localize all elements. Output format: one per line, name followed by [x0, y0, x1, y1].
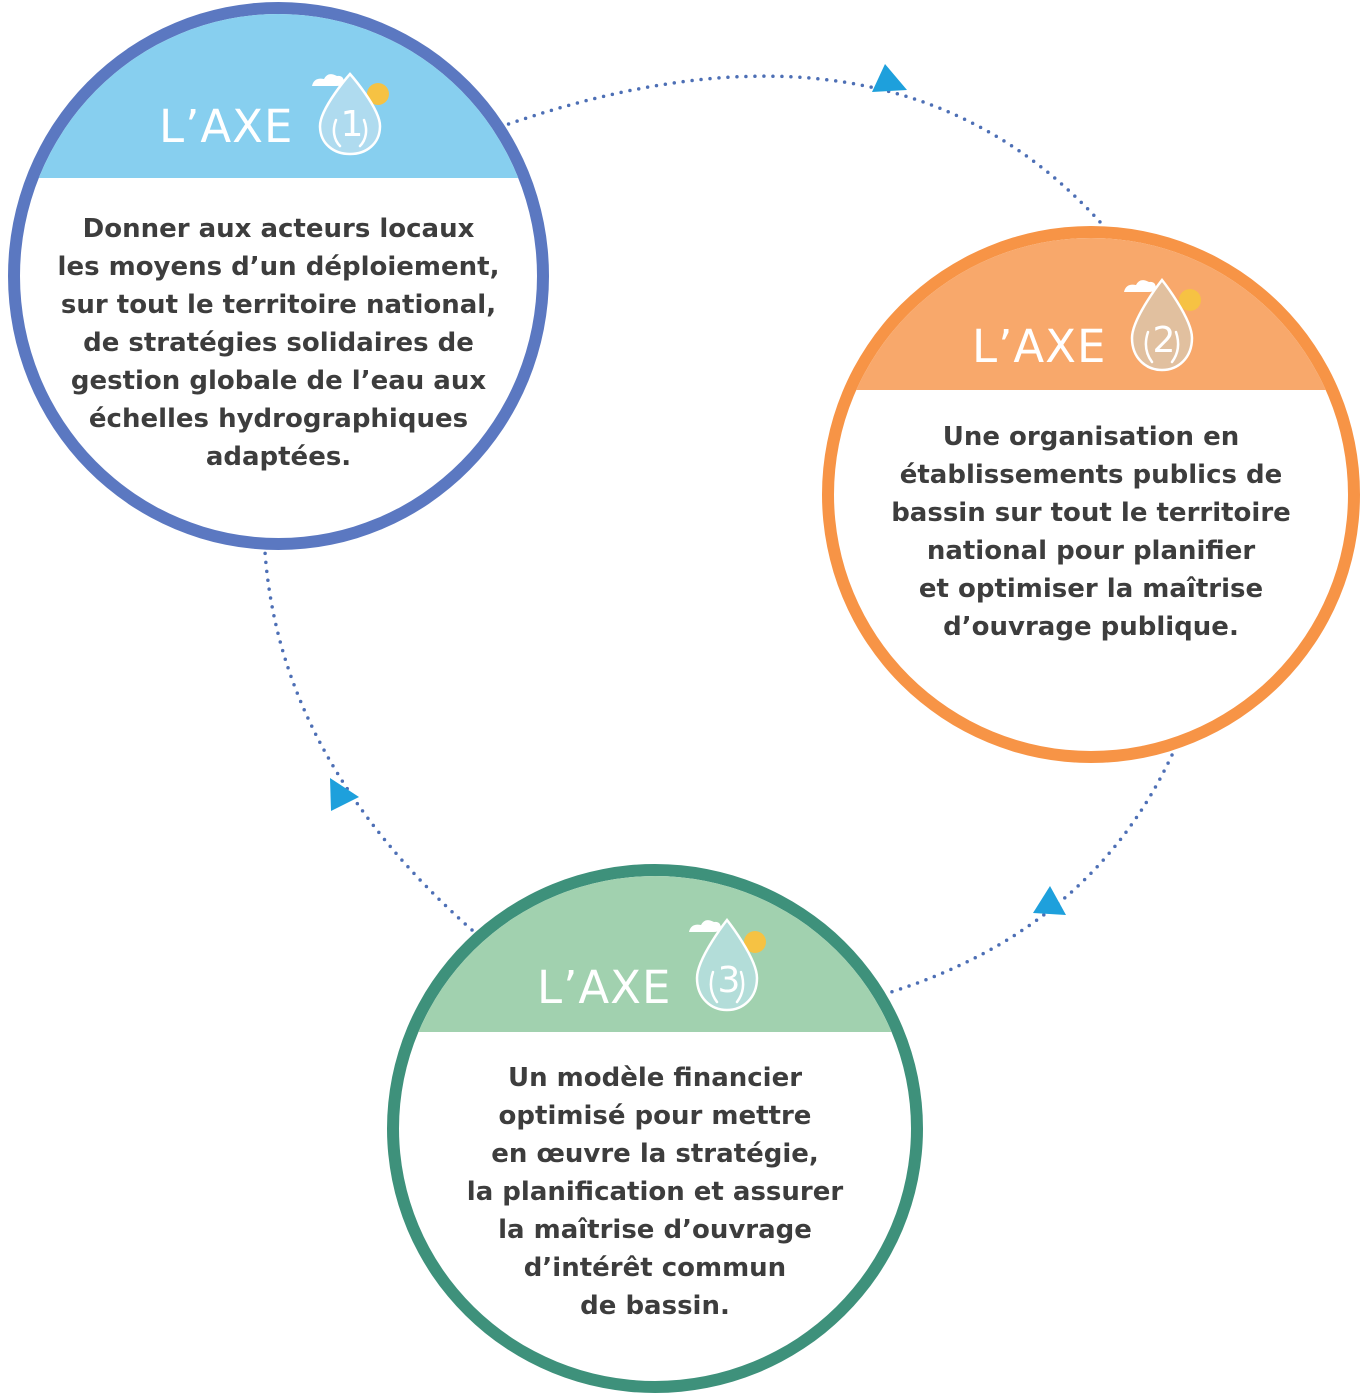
axis-1-line: échelles hydrographiques	[88, 404, 469, 434]
axis-2-line: Une organisation en	[942, 422, 1240, 452]
axis-3-line: en œuvre la stratégie,	[491, 1139, 819, 1169]
axis-3-line: d’intérêt commun	[523, 1253, 787, 1283]
axis-1-line: sur tout le territoire national,	[60, 290, 497, 320]
arrow-icon	[872, 64, 907, 92]
connector-axe3-to-axe1	[263, 550, 474, 932]
cloud-icon	[689, 920, 721, 932]
sun-icon	[367, 83, 389, 105]
axis-3-number: 3	[717, 960, 741, 1001]
axis-3-line: la planification et assurer	[466, 1177, 844, 1207]
cloud-icon	[312, 74, 344, 86]
cloud-icon	[1124, 280, 1156, 292]
axis-3-title: L’AXE	[537, 961, 672, 1014]
connector-axe1-to-axe2	[498, 74, 1102, 224]
axis-3-header: L’AXE 3	[399, 876, 911, 1032]
axis-2-header: L’AXE 2	[834, 238, 1348, 390]
axis-1-description: Donner aux acteurs locaux les moyens d’u…	[20, 210, 537, 476]
axis-3-description: Un modèle financier optimisé pour mettre…	[399, 1059, 911, 1325]
axis-2-line: établissements publics de	[899, 460, 1283, 490]
axis-1-card: L’AXE 1 Donner aux acteurs locaux les mo…	[8, 2, 549, 550]
axis-3-line: de bassin.	[580, 1291, 730, 1321]
axis-3-card: L’AXE 3 Un modèle financier optimisé pou…	[387, 864, 923, 1393]
axis-2-title: L’AXE	[972, 320, 1107, 373]
axis-1-line: gestion globale de l’eau aux	[70, 366, 487, 396]
axis-1-header: L’AXE 1	[20, 14, 537, 178]
axis-1-line: les moyens d’un déploiement,	[57, 252, 500, 282]
drop-icon: 1	[306, 58, 398, 162]
sun-icon	[1179, 289, 1201, 311]
axis-2-line: bassin sur tout le territoire	[891, 498, 1291, 528]
axis-1-line: Donner aux acteurs locaux	[82, 214, 475, 244]
axis-3-line: optimisé pour mettre	[498, 1101, 812, 1131]
axis-2-line: d’ouvrage publique.	[943, 612, 1239, 642]
axis-3-line: la maîtrise d’ouvrage	[498, 1215, 812, 1245]
axis-2-line: national pour planifier	[926, 536, 1256, 566]
axis-2-number: 2	[1152, 320, 1176, 361]
axis-1-number: 1	[340, 104, 364, 145]
drop-icon: 2	[1118, 266, 1210, 380]
axis-3-line: Un modèle financier	[507, 1063, 803, 1093]
axis-1-line: adaptées.	[205, 442, 352, 472]
axis-2-card: L’AXE 2 Une organisation en établissemen…	[822, 226, 1360, 763]
axis-2-line: et optimiser la maîtrise	[918, 574, 1264, 604]
axis-2-description: Une organisation en établissements publi…	[834, 418, 1348, 646]
drop-icon: 3	[683, 906, 775, 1020]
arrow-icon	[330, 778, 359, 811]
axis-1-line: de stratégies solidaires de	[83, 328, 474, 358]
sun-icon	[744, 931, 766, 953]
axis-1-title: L’AXE	[159, 100, 294, 153]
connector-axe2-to-axe3	[886, 753, 1174, 995]
arrow-icon	[1033, 886, 1066, 915]
